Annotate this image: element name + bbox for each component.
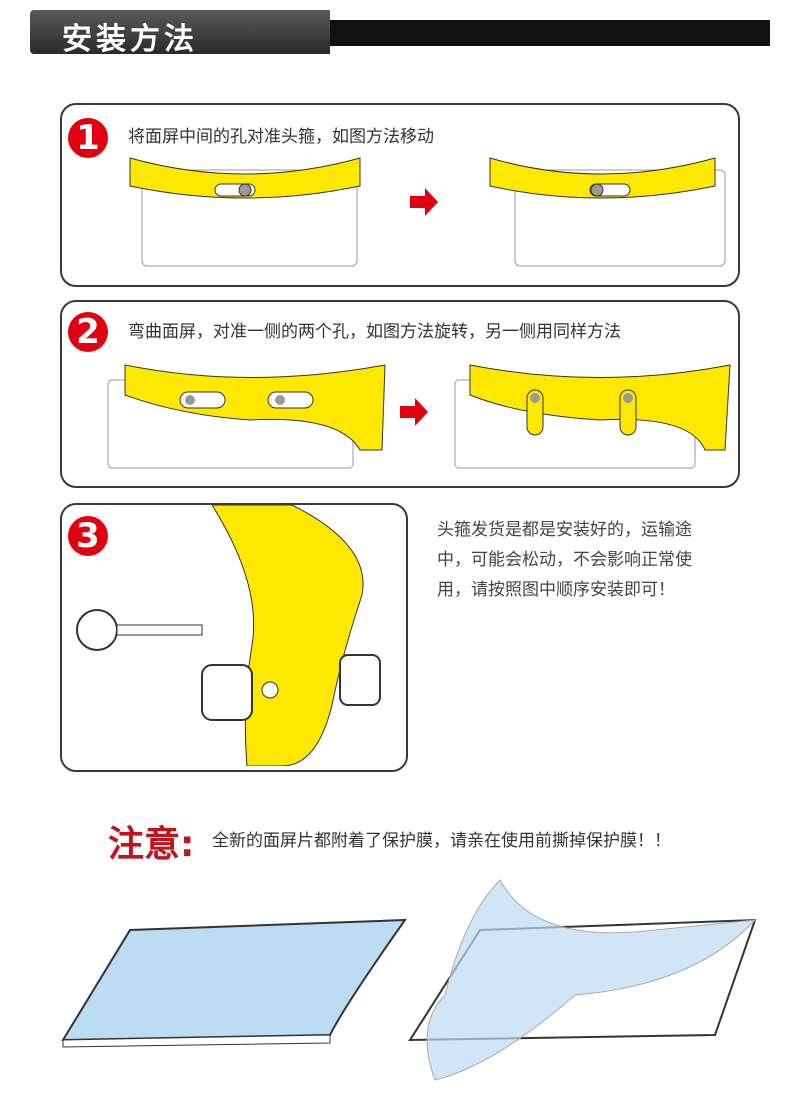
step-number: 1 bbox=[68, 118, 108, 158]
section-header-tab bbox=[30, 10, 330, 54]
step-1-illustration bbox=[129, 157, 726, 267]
note-text: 全新的面屏片都附着了保护膜，请亲在使用前撕掉保护膜！！ bbox=[212, 831, 671, 851]
step-3-illustration bbox=[76, 505, 381, 766]
header-bar bbox=[330, 20, 770, 46]
step-2-illustration bbox=[107, 364, 731, 469]
section-title: 安装方法 bbox=[62, 22, 198, 57]
step-text: 将面屏中间的孔对准头箍，如图方法移动 bbox=[128, 127, 434, 147]
step-number: 3 bbox=[68, 516, 108, 556]
note-label: 注意: bbox=[108, 824, 195, 865]
protective-film-illustration bbox=[61, 879, 757, 1081]
step-3-text: 头箍发货是都是安装好的，运输途中，可能会松动，不会影响正常使用，请按照图中顺序安… bbox=[437, 520, 692, 600]
step-text: 弯曲面屏，对准一侧的两个孔，如图方法旋转，另一侧用同样方法 bbox=[128, 322, 621, 342]
step-number: 2 bbox=[68, 312, 108, 352]
